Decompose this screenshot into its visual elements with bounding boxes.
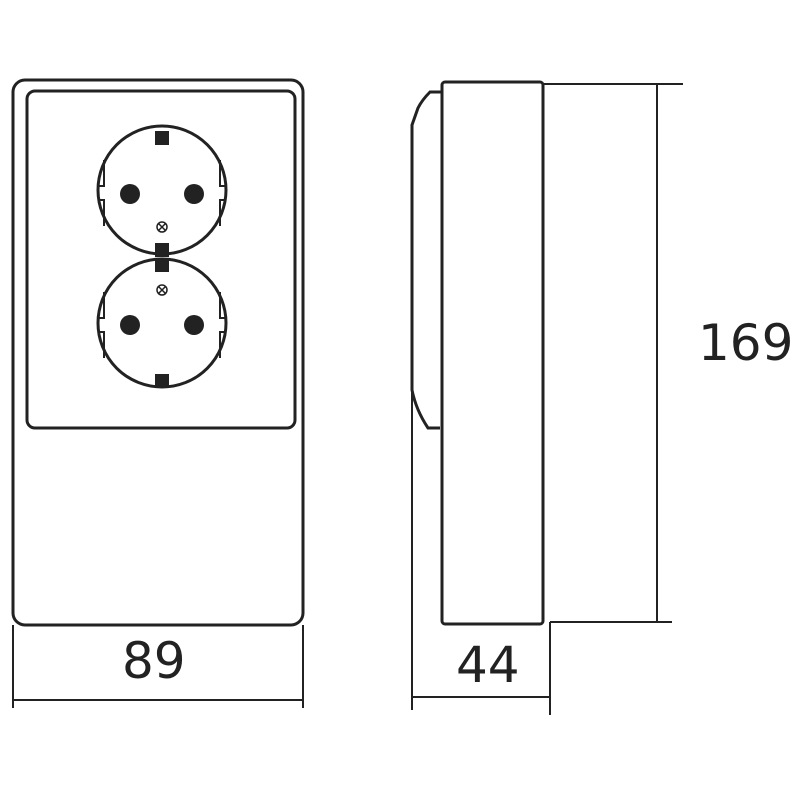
side-view [410, 80, 683, 715]
front-plate [25, 89, 297, 430]
side-housing [440, 80, 545, 626]
socket-bottom [96, 257, 228, 389]
pin-hole [120, 315, 140, 335]
depth-dimension-label: 44 [456, 636, 520, 694]
height-dimension-lines [543, 83, 683, 623]
screw-icon [156, 284, 168, 296]
ground-tab [155, 374, 169, 388]
height-dimension-label: 169 [698, 314, 794, 372]
front-housing [11, 78, 305, 627]
front-view [11, 78, 305, 708]
ground-tab [155, 243, 169, 257]
side-plate-bulge [410, 90, 442, 430]
width-dimension-label: 89 [122, 632, 186, 690]
ground-tab [155, 258, 169, 272]
depth-dimension-lines [411, 360, 551, 715]
socket-top [96, 124, 228, 257]
pin-hole [184, 315, 204, 335]
ground-tab [155, 131, 169, 145]
pin-hole [120, 184, 140, 204]
pin-hole [184, 184, 204, 204]
screw-icon [156, 221, 168, 233]
width-dimension-lines [12, 625, 304, 708]
